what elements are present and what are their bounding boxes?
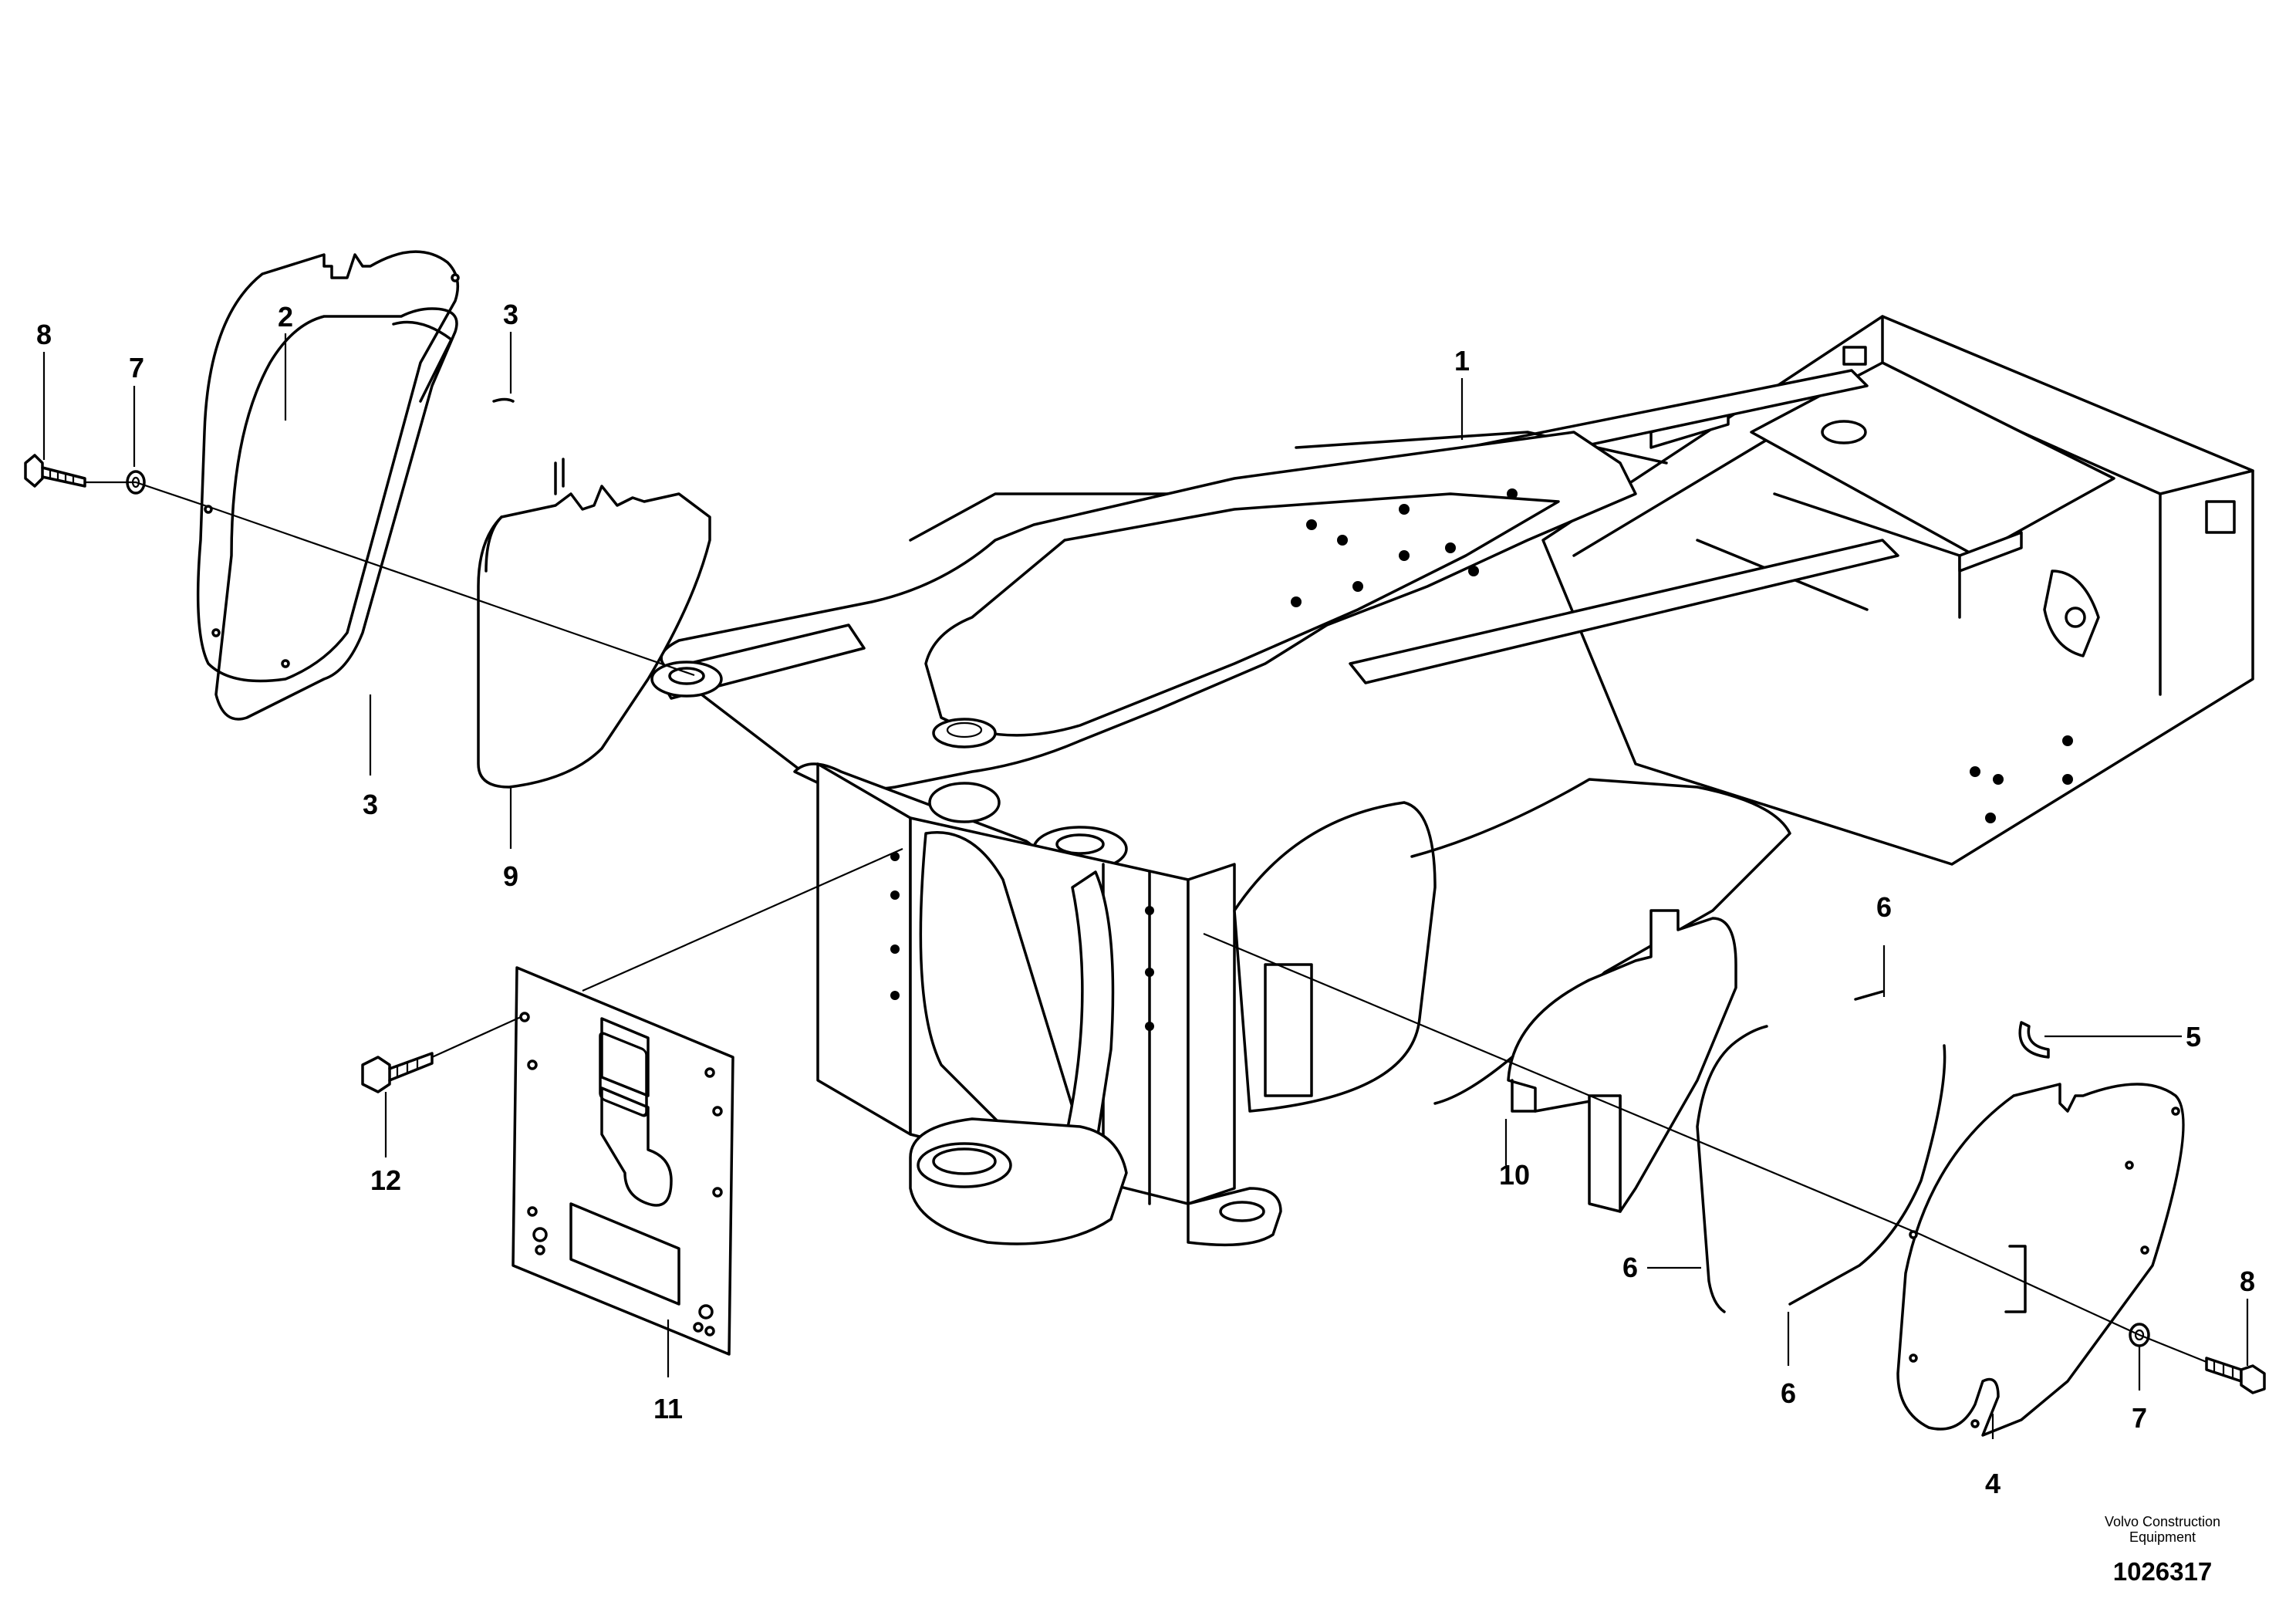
callout-7-right: 7 xyxy=(2132,1402,2147,1434)
access-plate-11 xyxy=(512,966,734,1356)
callout-10: 10 xyxy=(1499,1159,1530,1191)
callout-3-upper: 3 xyxy=(503,299,518,330)
clip-5 xyxy=(2018,1021,2050,1059)
callout-5: 5 xyxy=(2186,1021,2201,1053)
guard-9 xyxy=(477,485,711,789)
callout-6-top: 6 xyxy=(1876,891,1892,923)
callout-9: 9 xyxy=(503,860,518,892)
callout-7-left: 7 xyxy=(129,352,144,384)
gasket-frame-left xyxy=(214,307,458,721)
callout-11: 11 xyxy=(653,1393,683,1424)
callout-3-lower: 3 xyxy=(363,789,378,820)
callout-6-left: 6 xyxy=(1622,1252,1638,1283)
callout-8-right: 8 xyxy=(2240,1265,2255,1297)
seal-strip-6-long-right xyxy=(1788,1044,1947,1306)
cover-plate-left xyxy=(196,250,460,683)
callout-8-left: 8 xyxy=(36,319,52,350)
document-number: 1026317 xyxy=(2113,1557,2212,1586)
seal-strip-upper xyxy=(492,397,515,403)
guard-10 xyxy=(1507,909,1737,1213)
main-frame xyxy=(650,315,2254,1247)
callout-labels: 8 7 2 3 1 3 9 6 5 12 10 6 8 11 6 7 4 xyxy=(36,299,2255,1499)
leader-lines xyxy=(42,332,2249,1439)
bolt-8-left xyxy=(24,454,86,488)
cover-plate-right xyxy=(1896,1083,2185,1437)
callout-1: 1 xyxy=(1454,345,1470,377)
seal-strip-6-long-left xyxy=(1696,1025,1768,1313)
bolt-8-right xyxy=(2205,1357,2266,1394)
footer: Volvo Construction Equipment 1026317 xyxy=(2105,1514,2220,1586)
brand-line-1: Volvo Construction xyxy=(2105,1514,2220,1529)
seal-strip-6-short xyxy=(1854,990,1884,1001)
assembly-line-left xyxy=(85,481,695,677)
callout-4: 4 xyxy=(1985,1468,2001,1499)
bolt-12 xyxy=(361,1052,434,1093)
callout-6-bottom: 6 xyxy=(1781,1377,1796,1409)
callout-2: 2 xyxy=(278,301,293,333)
callout-12: 12 xyxy=(370,1164,401,1196)
brand-line-2: Equipment xyxy=(2129,1529,2196,1545)
assembly-line-right xyxy=(1203,932,2207,1363)
